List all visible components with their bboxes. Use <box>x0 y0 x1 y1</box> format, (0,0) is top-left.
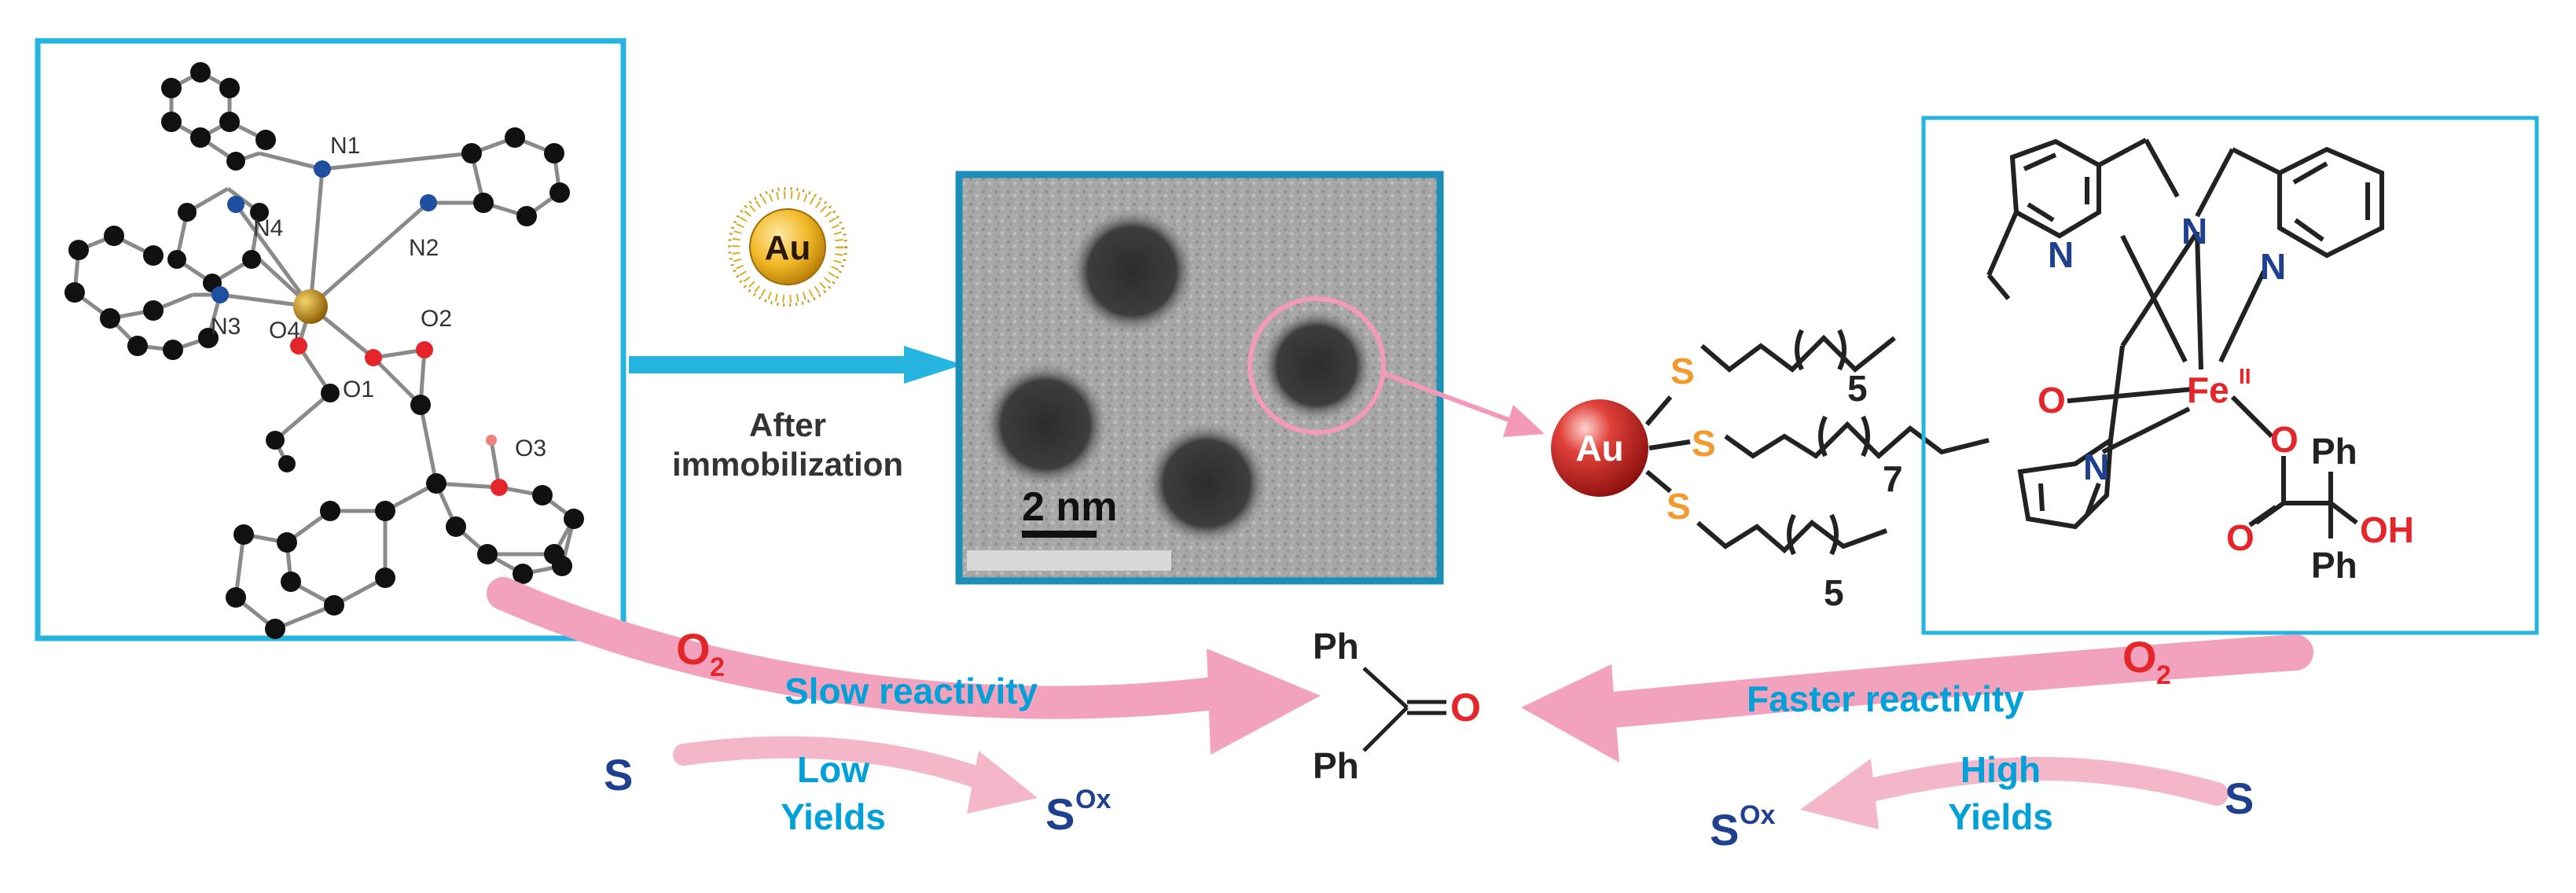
tem-scale-label: 2 nm <box>1022 484 1117 530</box>
chain-count-mid: 7 <box>1883 458 1903 499</box>
carbonyl-o: O <box>2226 517 2254 558</box>
right-yield-line2: Yields <box>1948 796 2053 837</box>
ether-o: O <box>2038 380 2066 421</box>
hydrogen-atom <box>486 435 497 446</box>
tem-particle <box>1260 309 1373 422</box>
atom-label-n3: N3 <box>211 314 241 340</box>
product-ph-top: Ph <box>1313 626 1359 667</box>
left-oxidized-product: S <box>1045 789 1075 839</box>
right-oxidized-sup: Ox <box>1740 800 1775 830</box>
product-o: O <box>1450 685 1481 729</box>
left-reaction-arrows <box>487 577 1321 814</box>
right-main-arrow <box>1578 634 2313 729</box>
sulfur-label-bottom: S <box>1666 486 1691 527</box>
tem-frame <box>955 171 1444 585</box>
phenyl-bottom: Ph <box>2311 545 2357 586</box>
left-side-arrowhead <box>967 751 1038 814</box>
crystal-frame <box>35 38 627 641</box>
amine-n: N <box>2181 211 2207 252</box>
left-oxidant-sub: 2 <box>710 652 725 682</box>
left-yield-line1: Low <box>797 749 869 790</box>
sulfur-label-top: S <box>1670 351 1695 391</box>
right-oxidized-product: S <box>1710 805 1739 854</box>
immobilization-step: Au After immobilization <box>629 187 963 483</box>
reaction-labels: O 2 Slow reactivity S Low Yields S Ox Ph… <box>604 624 2254 854</box>
tem-image: 2 nm <box>955 171 1444 585</box>
atom-label-n1: N1 <box>330 133 360 159</box>
au-badge-label: Au <box>765 229 811 267</box>
left-oxidized-sup: Ox <box>1075 785 1111 814</box>
metal-label: Fe <box>2187 369 2229 410</box>
atom-label-o3: O3 <box>515 435 546 461</box>
immobilization-arrow <box>629 346 963 384</box>
right-side-arrow <box>1843 756 2229 806</box>
left-main-arrowhead <box>1207 649 1321 755</box>
step-label-line1: After <box>749 406 826 443</box>
zoom-arrow <box>1382 371 1545 437</box>
right-side-arrowhead <box>1800 759 1879 829</box>
right-oxidant: O <box>2122 632 2157 682</box>
pyridine-n-left: N <box>2048 234 2074 275</box>
step-label-line2: immobilization <box>672 446 903 483</box>
carboxyl-o: O <box>2270 419 2299 460</box>
au-core-sphere <box>1551 399 1648 497</box>
ligand-frame <box>1921 116 2539 635</box>
benzophenone-product: Ph Ph O <box>1313 626 1481 786</box>
hydroxyl: OH <box>2360 509 2414 550</box>
pyridine-n-bottom: N <box>2083 446 2109 487</box>
atom-label-o1: O1 <box>343 377 374 402</box>
crystal-atoms <box>64 62 584 639</box>
left-side-arrow <box>673 736 1001 793</box>
left-yield-line2: Yields <box>781 796 886 837</box>
left-oxidant: O <box>676 624 711 674</box>
sulfur-label-mid: S <box>1692 423 1716 464</box>
tem-particle <box>983 362 1108 487</box>
right-oxidant-sub: 2 <box>2156 660 2171 690</box>
right-substrate: S <box>2225 774 2254 823</box>
ligand-bonds <box>1986 138 2384 538</box>
atom-label-o4: O4 <box>269 318 300 344</box>
chain-count-bottom: 5 <box>1824 572 1844 613</box>
product-ph-bottom: Ph <box>1313 745 1359 786</box>
atom-label-o2: O2 <box>421 306 452 332</box>
iron-atom <box>293 289 328 324</box>
left-substrate: S <box>604 750 633 799</box>
au-nanoparticle-icon: Au <box>728 187 847 307</box>
crystal-bonds <box>72 70 577 631</box>
right-yield-line1: High <box>1960 749 2041 790</box>
right-reaction-arrows <box>1521 634 2313 829</box>
tem-highlight-ring <box>1248 296 1386 435</box>
right-rate-label: Faster reactivity <box>1747 678 2024 719</box>
thiol-chains <box>1644 329 1990 556</box>
tem-scale-bar <box>1022 531 1097 538</box>
chain-count-top: 5 <box>1847 368 1868 409</box>
left-rate-label: Slow reactivity <box>785 671 1038 711</box>
pyridine-n-right: N <box>2260 246 2286 287</box>
right-main-arrowhead <box>1521 664 1619 763</box>
metal-ox-label: II <box>2239 364 2251 388</box>
phenyl-top: Ph <box>2311 431 2357 472</box>
au-core-label: Au <box>1575 428 1623 469</box>
atom-label-n4: N4 <box>253 215 283 241</box>
crystal-atom-labels: N1 N2 N3 N4 O1 O2 O3 O4 <box>211 133 546 461</box>
atom-label-n2: N2 <box>409 235 439 261</box>
tem-particle <box>1069 208 1195 334</box>
anchored-complex: Au S S S 5 7 5 <box>1551 116 2539 635</box>
crystal-structure-panel: N1 N2 N3 N4 O1 O2 O3 O4 <box>35 38 627 641</box>
tem-info-strip <box>967 550 1171 571</box>
tem-particle <box>1145 422 1268 545</box>
left-main-arrow <box>487 577 1243 719</box>
